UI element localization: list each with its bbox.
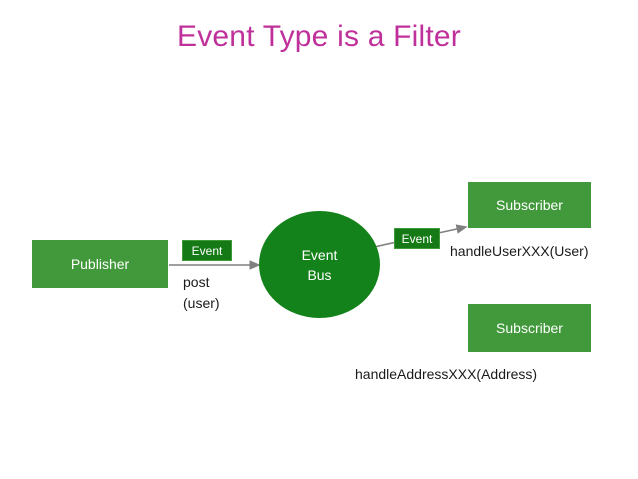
annotation-post-user: post (user) — [183, 274, 220, 311]
page-title: Event Type is a Filter — [177, 20, 461, 53]
edge-label-bus-to-subscriber-text: Event — [401, 231, 433, 246]
annotation-handle-user: handleUserXXX(User) — [450, 243, 589, 259]
node-subscriber-address[interactable]: Subscriber — [468, 304, 591, 352]
node-event-bus[interactable]: Event Bus — [259, 211, 380, 318]
node-event-bus-label-line2: Bus — [307, 266, 332, 283]
annotation-handle-address: handleAddressXXX(Address) — [355, 366, 538, 382]
node-publisher[interactable]: Publisher — [32, 240, 168, 288]
edge-label-bus-to-subscriber: Event — [394, 228, 440, 249]
edge-label-publisher-to-bus: Event — [182, 240, 232, 261]
node-subscriber-user[interactable]: Subscriber — [468, 182, 591, 228]
node-subscriber-address-label: Subscriber — [496, 320, 563, 336]
node-subscriber-user-label: Subscriber — [496, 197, 563, 213]
edge-label-publisher-to-bus-text: Event — [191, 243, 223, 258]
node-event-bus-label-line1: Event — [301, 246, 338, 263]
node-publisher-label: Publisher — [70, 256, 130, 272]
